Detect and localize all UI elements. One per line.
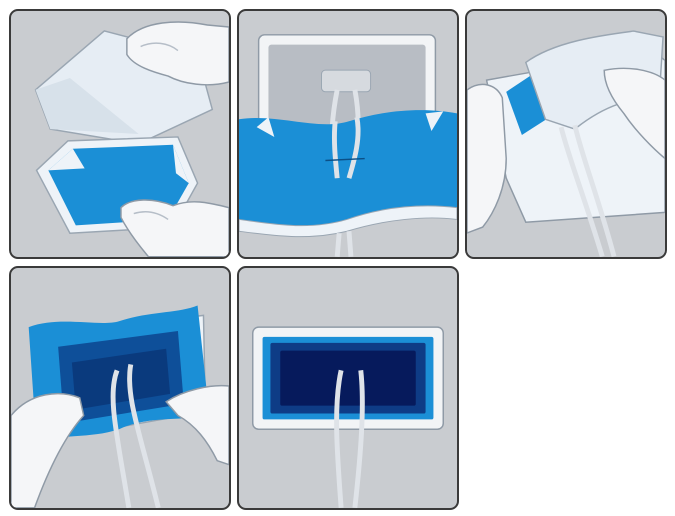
step-4-press-seal-panel (9, 266, 231, 510)
peel-backing-icon (11, 11, 229, 257)
foam-navy (280, 351, 416, 406)
press-seal-icon (11, 268, 229, 508)
glove-hand-left (467, 84, 506, 233)
glove-hand-bottom (121, 200, 229, 257)
tube-port (321, 70, 370, 92)
step-5-sealed-dressing-panel (237, 266, 459, 510)
step-1-peel-backing-panel (9, 9, 231, 259)
tube-left-front (334, 121, 337, 178)
step-2-place-drape-panel (237, 9, 459, 259)
sealed-dressing-icon (239, 268, 457, 508)
step-3-remove-frame-panel (465, 9, 667, 259)
glove-hand-right (166, 386, 229, 465)
tube-exit (337, 231, 351, 257)
remove-frame-icon (467, 11, 665, 257)
glove-hand-left (11, 394, 84, 508)
place-drape-icon (239, 11, 457, 257)
